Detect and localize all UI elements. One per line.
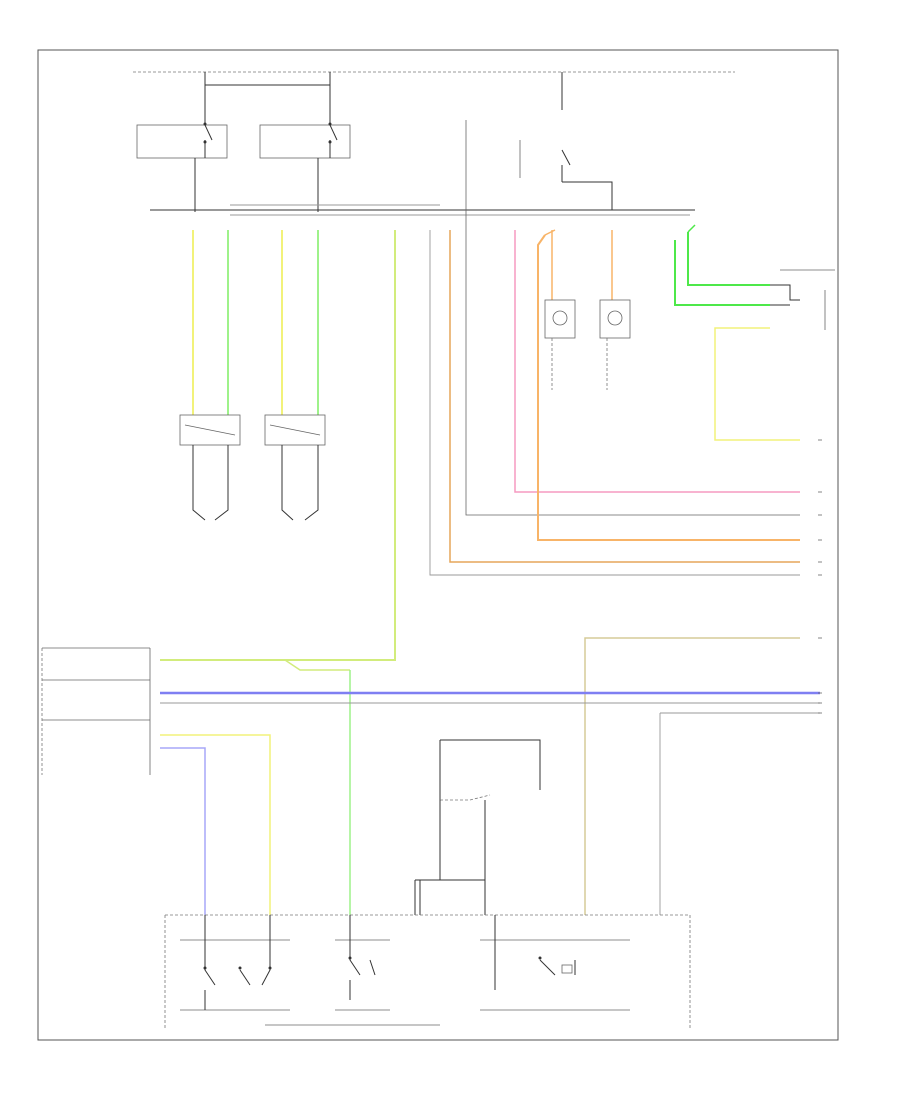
front-fog-lamp-left [544, 299, 576, 390]
fog-lamp-switch [494, 915, 576, 990]
left-headlamp-relay [136, 122, 228, 159]
fog-lamp-relay [519, 140, 613, 210]
multifunction-switch [164, 915, 691, 1030]
dimmer-switch [348, 915, 376, 1000]
body-control-module [41, 647, 151, 775]
left-headlamp-wires [179, 230, 241, 521]
right-headlamp-wires [264, 230, 326, 521]
lamp-switch [203, 915, 272, 1010]
diagram-frame [37, 49, 839, 1041]
right-module [770, 269, 835, 330]
yellow-green-feed [160, 230, 396, 661]
lighting-relay [414, 739, 541, 915]
fuse-feeds [204, 72, 563, 125]
right-terminals [818, 439, 822, 714]
right-headlamp-relay [259, 122, 351, 159]
front-fog-lamp-right [599, 299, 631, 390]
